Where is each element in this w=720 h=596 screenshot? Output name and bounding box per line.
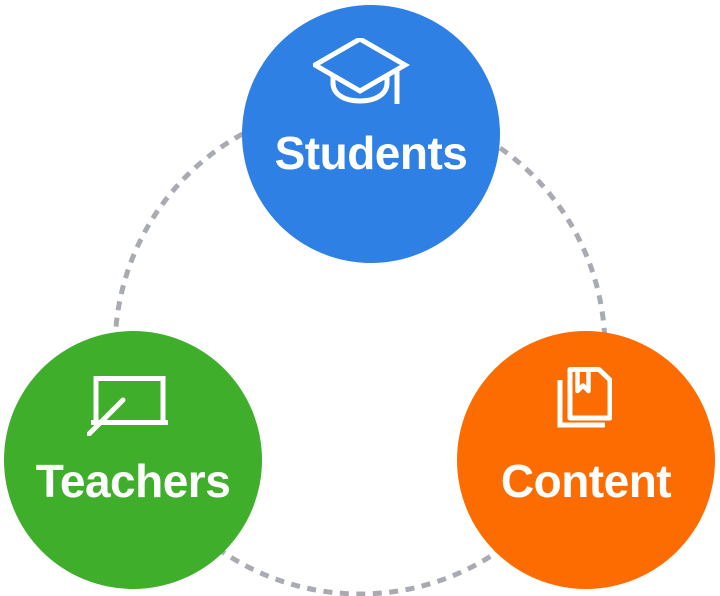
blackboard-icon [87,376,169,436]
node-label-content: Content [500,455,672,507]
node-teachers: Teachers [4,331,262,589]
node-students: Students [242,5,500,263]
node-label-teachers: Teachers [35,455,231,507]
node-label-students: Students [274,127,468,179]
node-content: Content [457,331,715,589]
book-bookmark-icon [556,367,612,429]
graduation-cap-icon [313,38,413,108]
